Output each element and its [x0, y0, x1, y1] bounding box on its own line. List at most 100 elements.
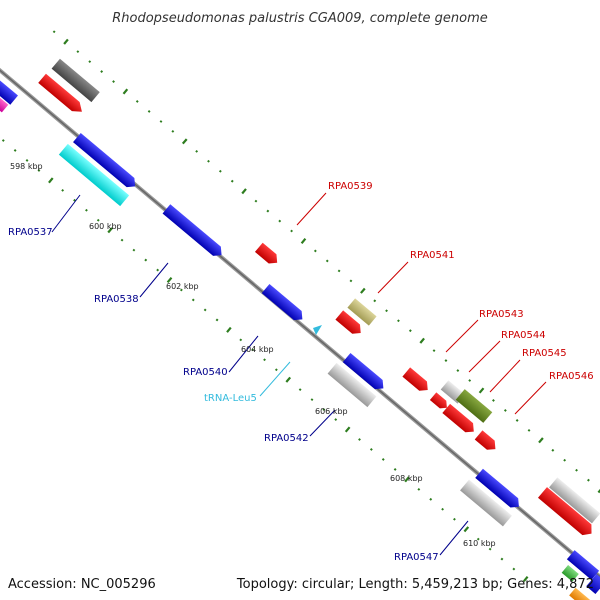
- gene-block-blue-rpa0540[interactable]: [261, 283, 306, 324]
- tick-major: [478, 387, 485, 394]
- gene-labels: RPA0537 RPA0538 RPA0539 RPA0540 tRNA-Leu…: [8, 181, 594, 563]
- tick-minor: [135, 100, 139, 103]
- kbp-label-600: 600 kbp: [89, 222, 122, 231]
- gene-block-green-corner[interactable]: [561, 565, 579, 582]
- kbp-label-606: 606 kbp: [315, 407, 348, 416]
- tick-tracks: [1, 30, 600, 583]
- tick-minor: [397, 319, 400, 323]
- gene-block-red-rpa0545[interactable]: [442, 403, 477, 436]
- tick-minor: [37, 168, 41, 172]
- tick-major: [181, 138, 188, 145]
- tick-minor: [476, 537, 480, 541]
- tick-minor: [393, 467, 397, 471]
- gene-block-red-rpa0543[interactable]: [402, 367, 431, 394]
- tick-minor: [527, 428, 531, 432]
- tick-major: [63, 38, 69, 45]
- tick-minor: [88, 60, 92, 64]
- tick-minor: [551, 448, 555, 452]
- tick-major: [538, 437, 544, 444]
- gene-label-rpa0543[interactable]: RPA0543: [479, 309, 524, 320]
- gene-block-cyan-rpa0537[interactable]: [58, 143, 130, 207]
- tick-minor: [298, 388, 302, 392]
- tick-minor: [13, 149, 17, 152]
- tick-major: [48, 177, 54, 184]
- tick-minor: [195, 149, 199, 153]
- tick-minor: [73, 198, 76, 202]
- trna-marker[interactable]: [313, 325, 322, 335]
- gene-block-red-top[interactable]: [38, 73, 86, 117]
- gene-block-red-rpa0544[interactable]: [429, 392, 450, 411]
- tick-minor: [563, 458, 567, 462]
- tick-major: [419, 337, 425, 344]
- tick-minor: [180, 288, 183, 292]
- gene-block-khaki-rpa0541[interactable]: [347, 298, 377, 326]
- gene-label-rpa0547[interactable]: RPA0547: [394, 552, 439, 563]
- gene-block-blue-rpa0547[interactable]: [475, 468, 523, 512]
- tick-minor: [325, 259, 329, 263]
- tick-minor: [171, 129, 175, 133]
- gene-block-orange-corner[interactable]: [569, 587, 591, 600]
- gene-block-gray-rpa0547[interactable]: [460, 479, 512, 527]
- tick-minor: [500, 557, 504, 561]
- tick-minor: [230, 179, 234, 183]
- gene-features: [0, 58, 600, 600]
- tick-minor: [191, 298, 195, 302]
- gene-block-red-rpa0541[interactable]: [335, 310, 364, 337]
- tick-minor: [1, 139, 5, 142]
- gene-label-rpa0542[interactable]: RPA0542: [264, 433, 309, 444]
- tick-major: [285, 376, 292, 383]
- tick-minor: [432, 349, 436, 353]
- tick-minor: [144, 258, 148, 262]
- gene-block-edge-blue[interactable]: [0, 78, 18, 105]
- tick-minor: [132, 248, 136, 252]
- gene-label-rpa0541[interactable]: RPA0541: [410, 250, 455, 261]
- tick-minor: [313, 249, 317, 253]
- gene-block-blue-rpa0537[interactable]: [73, 132, 139, 191]
- tick-major: [522, 575, 529, 583]
- tick-minor: [587, 478, 590, 482]
- accession-text: Accession: NC_005296: [8, 577, 156, 592]
- gene-block-red-rpa0539[interactable]: [254, 242, 281, 268]
- tick-minor: [492, 399, 495, 402]
- tick-minor: [52, 30, 56, 34]
- gene-label-rpa0546[interactable]: RPA0546: [549, 371, 594, 382]
- tick-minor: [349, 279, 353, 283]
- gene-block-darkgray[interactable]: [51, 58, 100, 103]
- tick-minor: [120, 238, 124, 242]
- tick-minor: [429, 497, 433, 501]
- gene-label-rpa0538[interactable]: RPA0538: [94, 294, 139, 305]
- tick-minor: [76, 50, 80, 54]
- tick-minor: [254, 199, 258, 203]
- gene-block-blue-rpa0538[interactable]: [162, 204, 226, 259]
- tick-minor: [334, 418, 338, 421]
- gene-label-trna-leu5[interactable]: tRNA-Leu5: [204, 393, 257, 404]
- tick-major: [226, 326, 232, 333]
- gene-block-red-rpa0546[interactable]: [474, 430, 500, 453]
- tick-minor: [488, 547, 492, 551]
- gene-label-rpa0539[interactable]: RPA0539: [328, 181, 373, 192]
- gene-block-blue-corner-2[interactable]: [586, 574, 600, 594]
- kbp-labels: 598 kbp 600 kbp 602 kbp 604 kbp 606 kbp …: [10, 162, 496, 548]
- gene-block-gray-rpa0542[interactable]: [327, 362, 377, 408]
- tick-minor: [251, 348, 255, 352]
- tick-minor: [263, 358, 266, 362]
- tick-minor: [512, 567, 516, 571]
- gene-label-rpa0544[interactable]: RPA0544: [501, 330, 546, 341]
- gene-block-blue-corner[interactable]: [566, 550, 600, 580]
- tick-major: [300, 237, 307, 245]
- tick-minor: [417, 487, 421, 491]
- gene-block-gray-right[interactable]: [549, 477, 600, 524]
- tick-major: [360, 287, 366, 294]
- tick-minor: [408, 329, 412, 333]
- gene-block-red-right[interactable]: [537, 487, 596, 539]
- gene-label-rpa0540[interactable]: RPA0540: [183, 367, 228, 378]
- gene-block-blue-rpa0542[interactable]: [342, 352, 387, 393]
- tick-minor: [147, 110, 151, 113]
- gene-block-edge-magenta[interactable]: [0, 90, 9, 113]
- gene-block-olive-rpa0545[interactable]: [455, 389, 493, 423]
- tick-minor: [468, 379, 472, 382]
- tick-minor: [218, 169, 222, 173]
- gene-label-rpa0537[interactable]: RPA0537: [8, 227, 53, 238]
- gene-label-rpa0545[interactable]: RPA0545: [522, 348, 567, 359]
